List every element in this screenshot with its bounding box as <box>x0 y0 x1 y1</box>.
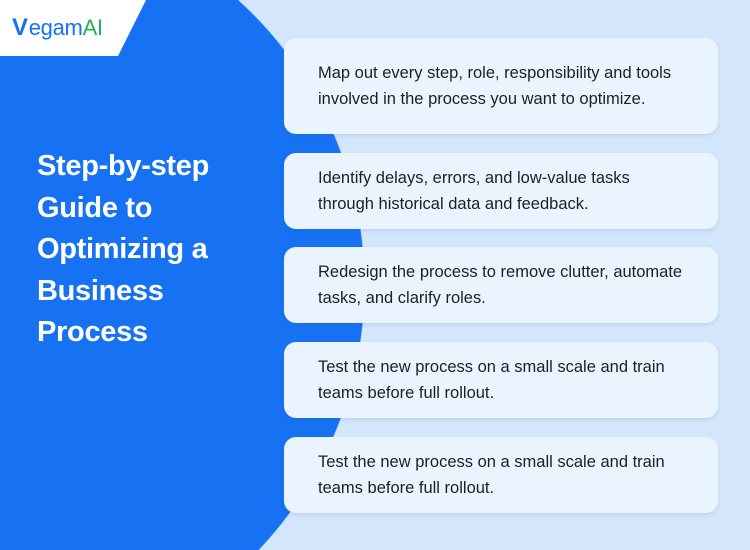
step-text: Test the new process on a small scale an… <box>318 358 665 402</box>
step-card-1: Map out every step, role, responsibility… <box>284 38 718 134</box>
step-card-3: Redesign the process to remove clutter, … <box>284 247 718 323</box>
page-title: Step-by-step Guide to Optimizing a Busin… <box>37 150 210 348</box>
step-text: Redesign the process to remove clutter, … <box>318 263 683 307</box>
step-card-5: Test the new process on a small scale an… <box>284 437 718 513</box>
step-card-4: Test the new process on a small scale an… <box>284 342 718 418</box>
step-text: Map out every step, role, responsibility… <box>318 64 672 108</box>
step-text: Test the new process on a small scale an… <box>318 453 665 497</box>
step-text: Identify delays, errors, and low-value t… <box>318 169 630 213</box>
logo-v: V <box>12 14 28 41</box>
step-card-2: Identify delays, errors, and low-value t… <box>284 153 718 229</box>
logo-text: egam <box>28 15 83 40</box>
logo-ai: AI <box>82 15 103 40</box>
